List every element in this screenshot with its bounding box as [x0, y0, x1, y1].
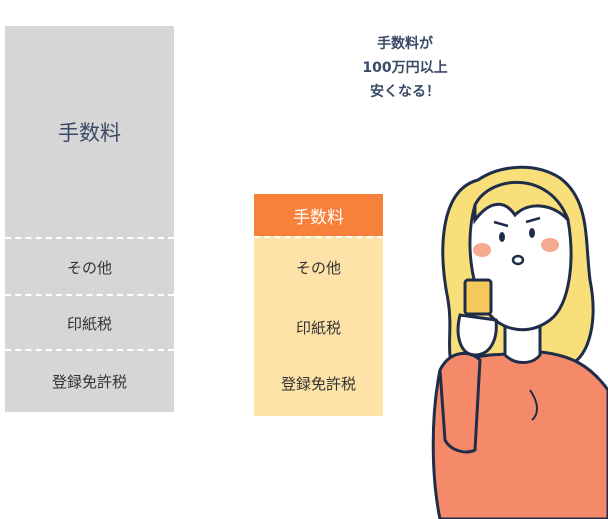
divider: [5, 237, 174, 239]
caption-line: 安くなる！: [370, 84, 440, 100]
woman-illustration: [431, 165, 608, 519]
divider: [5, 349, 174, 351]
left-item-stamp-tax: 印紙税: [66, 314, 112, 333]
divider: [5, 294, 174, 296]
left-item-registration-tax: 登録免許税: [51, 373, 127, 391]
caption-line: 手数料が: [377, 36, 433, 52]
savings-caption: 手数料が 100万円以上 安くなる！: [330, 32, 480, 104]
divider: [254, 236, 383, 238]
left-fee-label: 手数料: [58, 120, 121, 145]
right-item-stamp-tax: 印紙税: [295, 318, 341, 337]
caption-line: 100万円以上: [362, 60, 448, 76]
right-stacked-bar: 手数料 その他 印紙税 登録免許税: [254, 194, 383, 416]
left-stacked-bar: 手数料 その他 印紙税 登録免許税: [5, 26, 174, 412]
right-item-other: その他: [295, 258, 341, 277]
right-fee-label: 手数料: [254, 194, 383, 236]
left-item-other: その他: [66, 258, 112, 277]
right-item-registration-tax: 登録免許税: [280, 374, 356, 393]
